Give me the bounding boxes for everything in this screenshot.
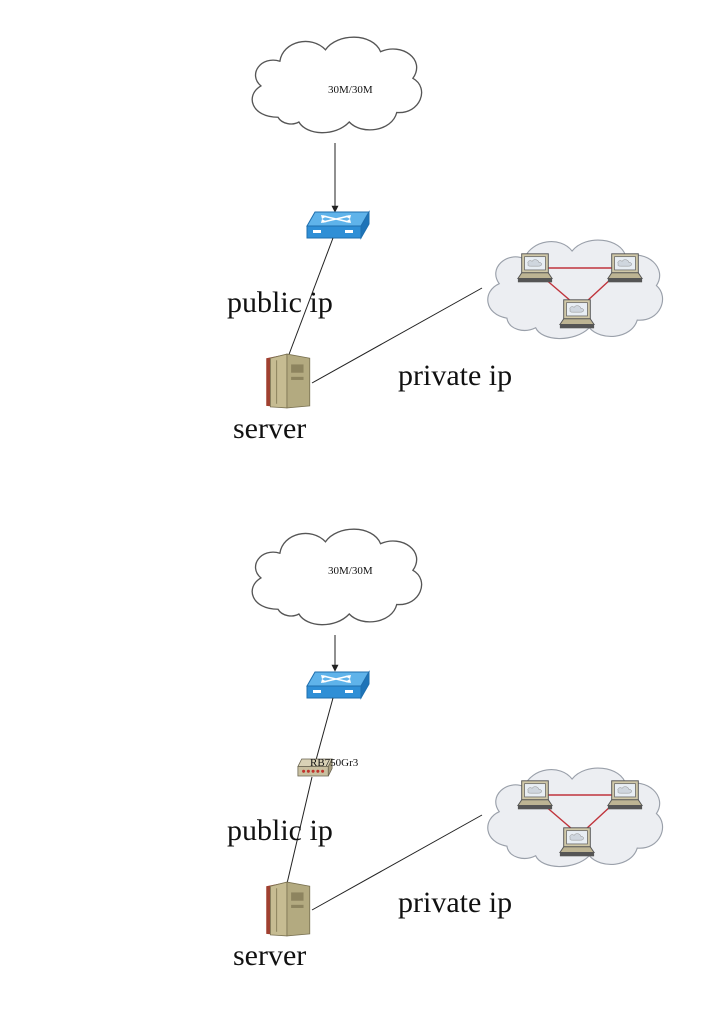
public-link bbox=[284, 776, 313, 893]
lan-link bbox=[585, 804, 613, 830]
switch-router-link bbox=[315, 697, 334, 761]
switch-icon bbox=[306, 211, 370, 239]
internet-cloud-label: 30M/30M bbox=[328, 565, 373, 577]
laptop-icon bbox=[517, 780, 553, 810]
laptop-icon bbox=[559, 299, 595, 329]
diagram-1: 30M/30M public ip server private ip bbox=[227, 36, 664, 445]
public-link bbox=[284, 237, 334, 366]
server-label: server bbox=[233, 939, 306, 972]
laptop-icon bbox=[607, 780, 643, 810]
public-link-label: public ip bbox=[227, 286, 333, 319]
public-link-label: public ip bbox=[227, 814, 333, 847]
private-link-label: private ip bbox=[398, 359, 512, 392]
private-link bbox=[311, 814, 483, 911]
lan-group bbox=[487, 767, 664, 868]
diagram-2: 30M/30M RB750Gr3 public ip server privat… bbox=[227, 528, 664, 972]
laptop-icon bbox=[559, 827, 595, 857]
lan-group bbox=[487, 239, 664, 340]
server-icon bbox=[265, 881, 311, 937]
laptop-icon bbox=[517, 253, 553, 283]
switch-icon bbox=[306, 671, 370, 699]
internet-cloud-label: 30M/30M bbox=[328, 84, 373, 96]
private-link bbox=[311, 287, 483, 384]
private-link-label: private ip bbox=[398, 886, 512, 919]
server-label: server bbox=[233, 412, 306, 445]
laptop-icon bbox=[607, 253, 643, 283]
lan-link bbox=[585, 277, 613, 303]
router-label: RB750Gr3 bbox=[310, 757, 359, 769]
server-icon bbox=[265, 353, 311, 409]
